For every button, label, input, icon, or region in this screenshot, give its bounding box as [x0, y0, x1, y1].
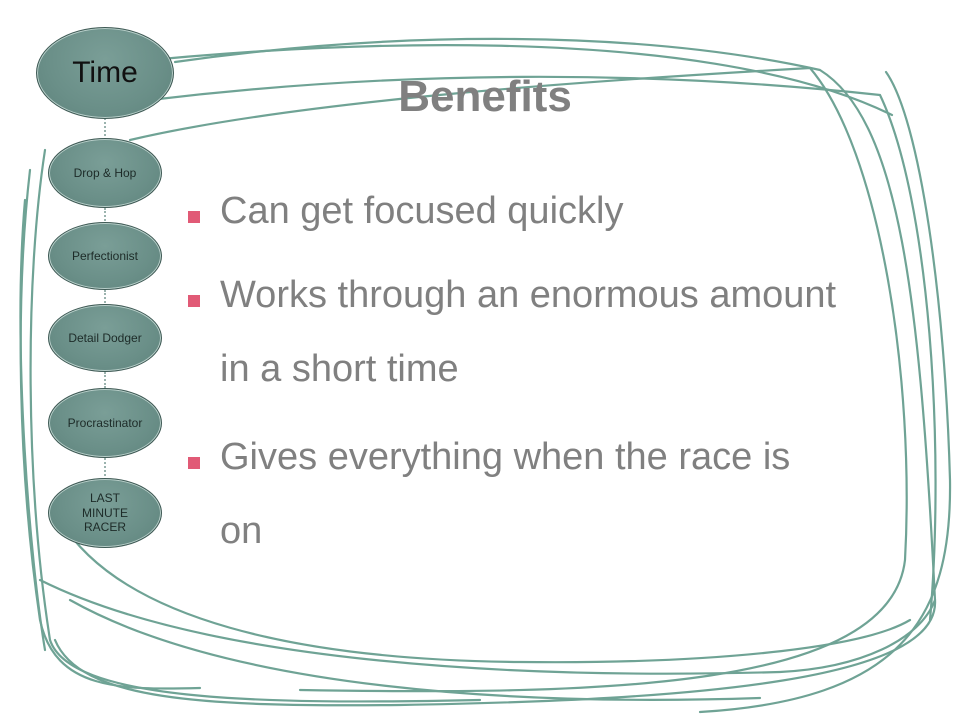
node-drop-and-hop: Drop & Hop	[48, 138, 162, 208]
node-label: Time	[72, 56, 138, 89]
node-label: Drop & Hop	[73, 165, 137, 180]
connector-line	[104, 118, 106, 140]
node-label: Procrastinator	[67, 415, 143, 430]
node-detail-dodger: Detail Dodger	[48, 304, 162, 372]
node-perfectionist: Perfectionist	[48, 222, 162, 290]
node-procrastinator: Procrastinator	[48, 388, 162, 458]
connector-line	[104, 458, 106, 480]
node-last-minute-racer: LAST MINUTE RACER	[48, 478, 162, 548]
bullet-text: Works through an enormous amount in a sh…	[220, 274, 837, 390]
bullet-square-icon	[188, 211, 200, 223]
bullet-square-icon	[188, 295, 200, 307]
node-time: Time	[36, 27, 174, 119]
connector-line	[104, 208, 106, 224]
list-item: Gives everything when the race is on	[188, 436, 838, 568]
connector-line	[104, 290, 106, 306]
node-label: Perfectionist	[71, 248, 139, 263]
connector-line	[104, 372, 106, 388]
list-item: Can get focused quickly	[188, 190, 838, 248]
node-label: Detail Dodger	[68, 330, 142, 345]
bullet-text: Can get focused quickly	[220, 190, 624, 232]
slide-title: Benefits	[398, 72, 572, 121]
node-label: LAST MINUTE RACER	[82, 491, 128, 535]
bullet-square-icon	[188, 457, 200, 469]
list-item: Works through an enormous amount in a sh…	[188, 274, 838, 406]
bullet-text: Gives everything when the race is on	[220, 436, 791, 552]
